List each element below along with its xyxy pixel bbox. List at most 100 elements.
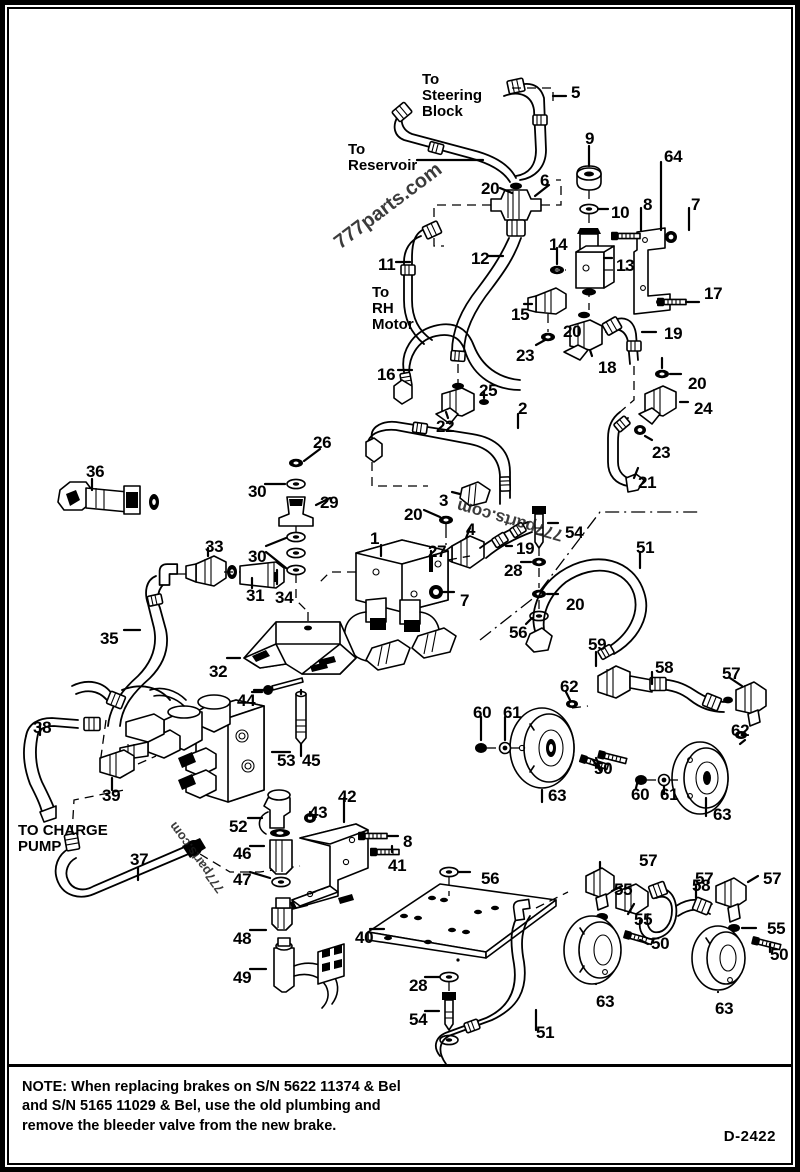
callout-number-56: 56 [509,623,528,642]
callout-number-25: 25 [479,381,498,400]
tube-37 [54,832,206,898]
callout-number-55: 55 [767,919,786,938]
callout-number-18: 18 [598,358,617,377]
callout-number-37: 37 [130,850,149,869]
callout-number-14: 14 [549,235,568,254]
callout-number-29: 29 [320,493,339,512]
callout-number-35: 35 [100,629,119,648]
hose-assembly-5 [503,77,548,181]
callout-number-51: 51 [636,538,655,557]
callout-number-6: 6 [540,171,550,190]
fitting-48 [271,897,308,931]
callout-number-15: 15 [511,305,530,324]
callout-number-63: 63 [713,805,732,824]
callout-number-62: 62 [731,721,750,740]
fitting-15 [527,287,567,315]
callout-number-57: 57 [695,869,714,888]
callout-number-61: 61 [660,785,679,804]
callout-number-49: 49 [233,968,252,987]
hose-top-into-block [71,680,171,710]
callout-number-10: 10 [611,203,630,222]
hose-2 [365,420,512,505]
fitting-59 [597,665,653,699]
fitting-57-right [735,681,767,727]
plug-9 [576,165,602,191]
callout-number-8: 8 [403,832,413,851]
callout-number-55: 55 [614,880,633,899]
bolt-54-lower [442,992,456,1031]
callout-number-64: 64 [664,147,683,166]
callout-number-56: 56 [481,869,500,888]
callout-number-21: 21 [638,473,657,492]
bolt-54 [532,506,546,549]
nut-7-top [665,231,677,243]
callout-number-51: 51 [536,1023,555,1042]
fitting-52 [258,789,291,835]
callout-number-8: 8 [643,195,653,214]
callout-number-30: 30 [248,547,267,566]
callout-number-36: 36 [86,462,105,481]
fitting-18 [563,319,603,361]
callout-number-16: 16 [377,365,396,384]
callout-number-54: 54 [409,1010,428,1029]
bracket-64 [633,227,671,315]
callout-number-54: 54 [565,523,584,542]
callout-number-19: 19 [516,539,535,558]
callout-number-41: 41 [388,856,407,875]
fitting-46 [269,839,293,875]
callout-number-7: 7 [460,591,470,610]
callout-number-58: 58 [655,658,674,677]
tee-valve-6 [490,182,542,237]
bracket-32 [243,621,357,675]
callout-number-57: 57 [763,869,782,888]
document-id: D-2422 [723,1128,776,1145]
callout-number-23: 23 [516,346,535,365]
plate-40 [367,883,557,962]
note-separator-rule [9,1064,791,1067]
brake-63-left [509,707,575,789]
callout-number-28: 28 [409,976,428,995]
fitting-55-b [615,883,649,915]
callout-number-20: 20 [563,322,582,341]
callout-number-50: 50 [651,934,670,953]
callout-number-23: 23 [652,443,671,462]
page-frame-inner [7,7,793,1165]
callout-number-32: 32 [209,662,228,681]
callout-number-24: 24 [694,399,713,418]
note-text: NOTE: When replacing brakes on S/N 5622 … [22,1079,401,1134]
valve-block-1 [344,539,457,671]
callout-number-60: 60 [473,703,492,722]
callout-number-2: 2 [518,399,528,418]
callout-number-57: 57 [639,851,658,870]
callout-number-4: 4 [466,520,476,539]
valve-13 [575,228,615,289]
callout-number-45: 45 [302,751,321,770]
fitting-57-bottom-right [715,877,747,923]
callout-number-59: 59 [588,635,607,654]
callout-number-57: 57 [722,664,741,683]
callout-number-20: 20 [404,505,423,524]
fitting-3 [459,481,491,507]
fitting-24 [638,385,677,425]
callout-number-22: 22 [436,417,455,436]
hose-to-steering-block [390,101,517,183]
callout-number-44: 44 [237,691,256,710]
callout-number-20: 20 [566,595,585,614]
callout-number-1: 1 [370,529,380,548]
callout-number-46: 46 [233,844,252,863]
callout-number-58: 58 [692,876,711,895]
callout-number-42: 42 [338,787,357,806]
callout-number-61: 61 [503,703,522,722]
callout-number-34: 34 [275,588,294,607]
callout-number-13: 13 [616,256,635,275]
callout-number-31: 31 [246,586,265,605]
callout-number-19: 19 [664,324,683,343]
hose-16 [393,323,521,405]
callout-number-50: 50 [594,759,613,778]
callout-number-63: 63 [548,786,567,805]
bolt-45 [295,690,307,745]
callout-number-63: 63 [596,992,615,1011]
callout-number-33: 33 [205,537,224,556]
